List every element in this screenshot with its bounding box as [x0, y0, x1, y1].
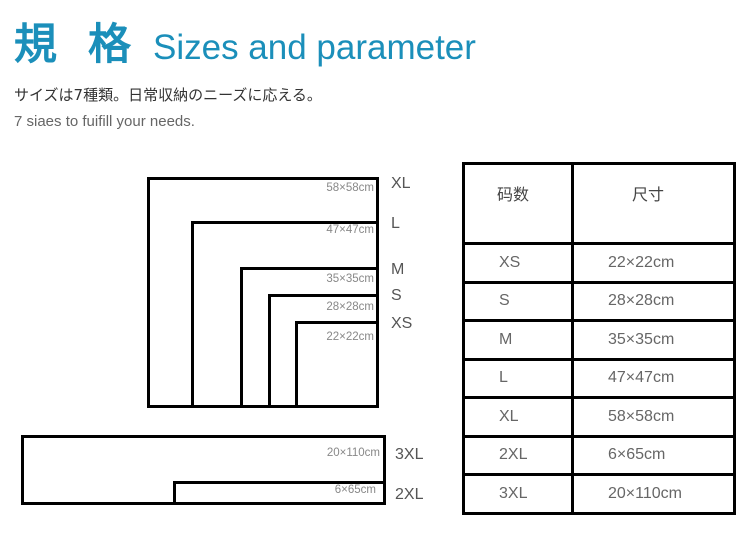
cell-size: XS: [462, 242, 574, 284]
rect-2xl: [173, 481, 386, 505]
label-3xl: 3XL: [395, 446, 424, 463]
cell-size: 2XL: [462, 434, 574, 476]
header-size: 码数: [462, 162, 574, 245]
title-jp: 規 格: [14, 20, 139, 70]
dim-3xl: 20×110cm: [326, 447, 380, 459]
cell-dim: 47×47cm: [571, 357, 736, 399]
cell-size: L: [462, 357, 574, 399]
title-en: Sizes and parameter: [152, 28, 476, 67]
cell-dim: 20×110cm: [571, 473, 736, 515]
header-dimensions: 尺寸: [571, 162, 736, 245]
cell-size: XL: [462, 396, 574, 438]
cell-size: 3XL: [462, 473, 574, 515]
subtitle-en: 7 siaes to fuifill your needs.: [14, 113, 195, 130]
square-xs: [295, 321, 379, 408]
cell-dim: 22×22cm: [571, 242, 736, 284]
cell-size: S: [462, 280, 574, 322]
page-title: 規 格 Sizes and parameter: [14, 10, 476, 70]
label-xl: XL: [391, 175, 411, 192]
dim-l: 47×47cm: [326, 224, 374, 236]
cell-dim: 58×58cm: [571, 396, 736, 438]
label-2xl: 2XL: [395, 486, 424, 503]
label-s: S: [391, 287, 402, 304]
cell-dim: 28×28cm: [571, 280, 736, 322]
cell-dim: 6×65cm: [571, 434, 736, 476]
dim-s: 28×28cm: [326, 301, 374, 313]
dim-2xl: 6×65cm: [334, 484, 376, 496]
label-xs: XS: [391, 315, 413, 332]
label-m: M: [391, 261, 405, 278]
cell-dim: 35×35cm: [571, 319, 736, 361]
table-header-row: 码数 尺寸: [462, 162, 736, 245]
cell-size: M: [462, 319, 574, 361]
subtitle-jp: サイズは7種類。日常収納のニーズに応える。: [14, 86, 322, 104]
dim-xl: 58×58cm: [326, 182, 374, 194]
label-l: L: [391, 215, 400, 232]
dim-m: 35×35cm: [326, 273, 374, 285]
dim-xs: 22×22cm: [326, 331, 374, 343]
